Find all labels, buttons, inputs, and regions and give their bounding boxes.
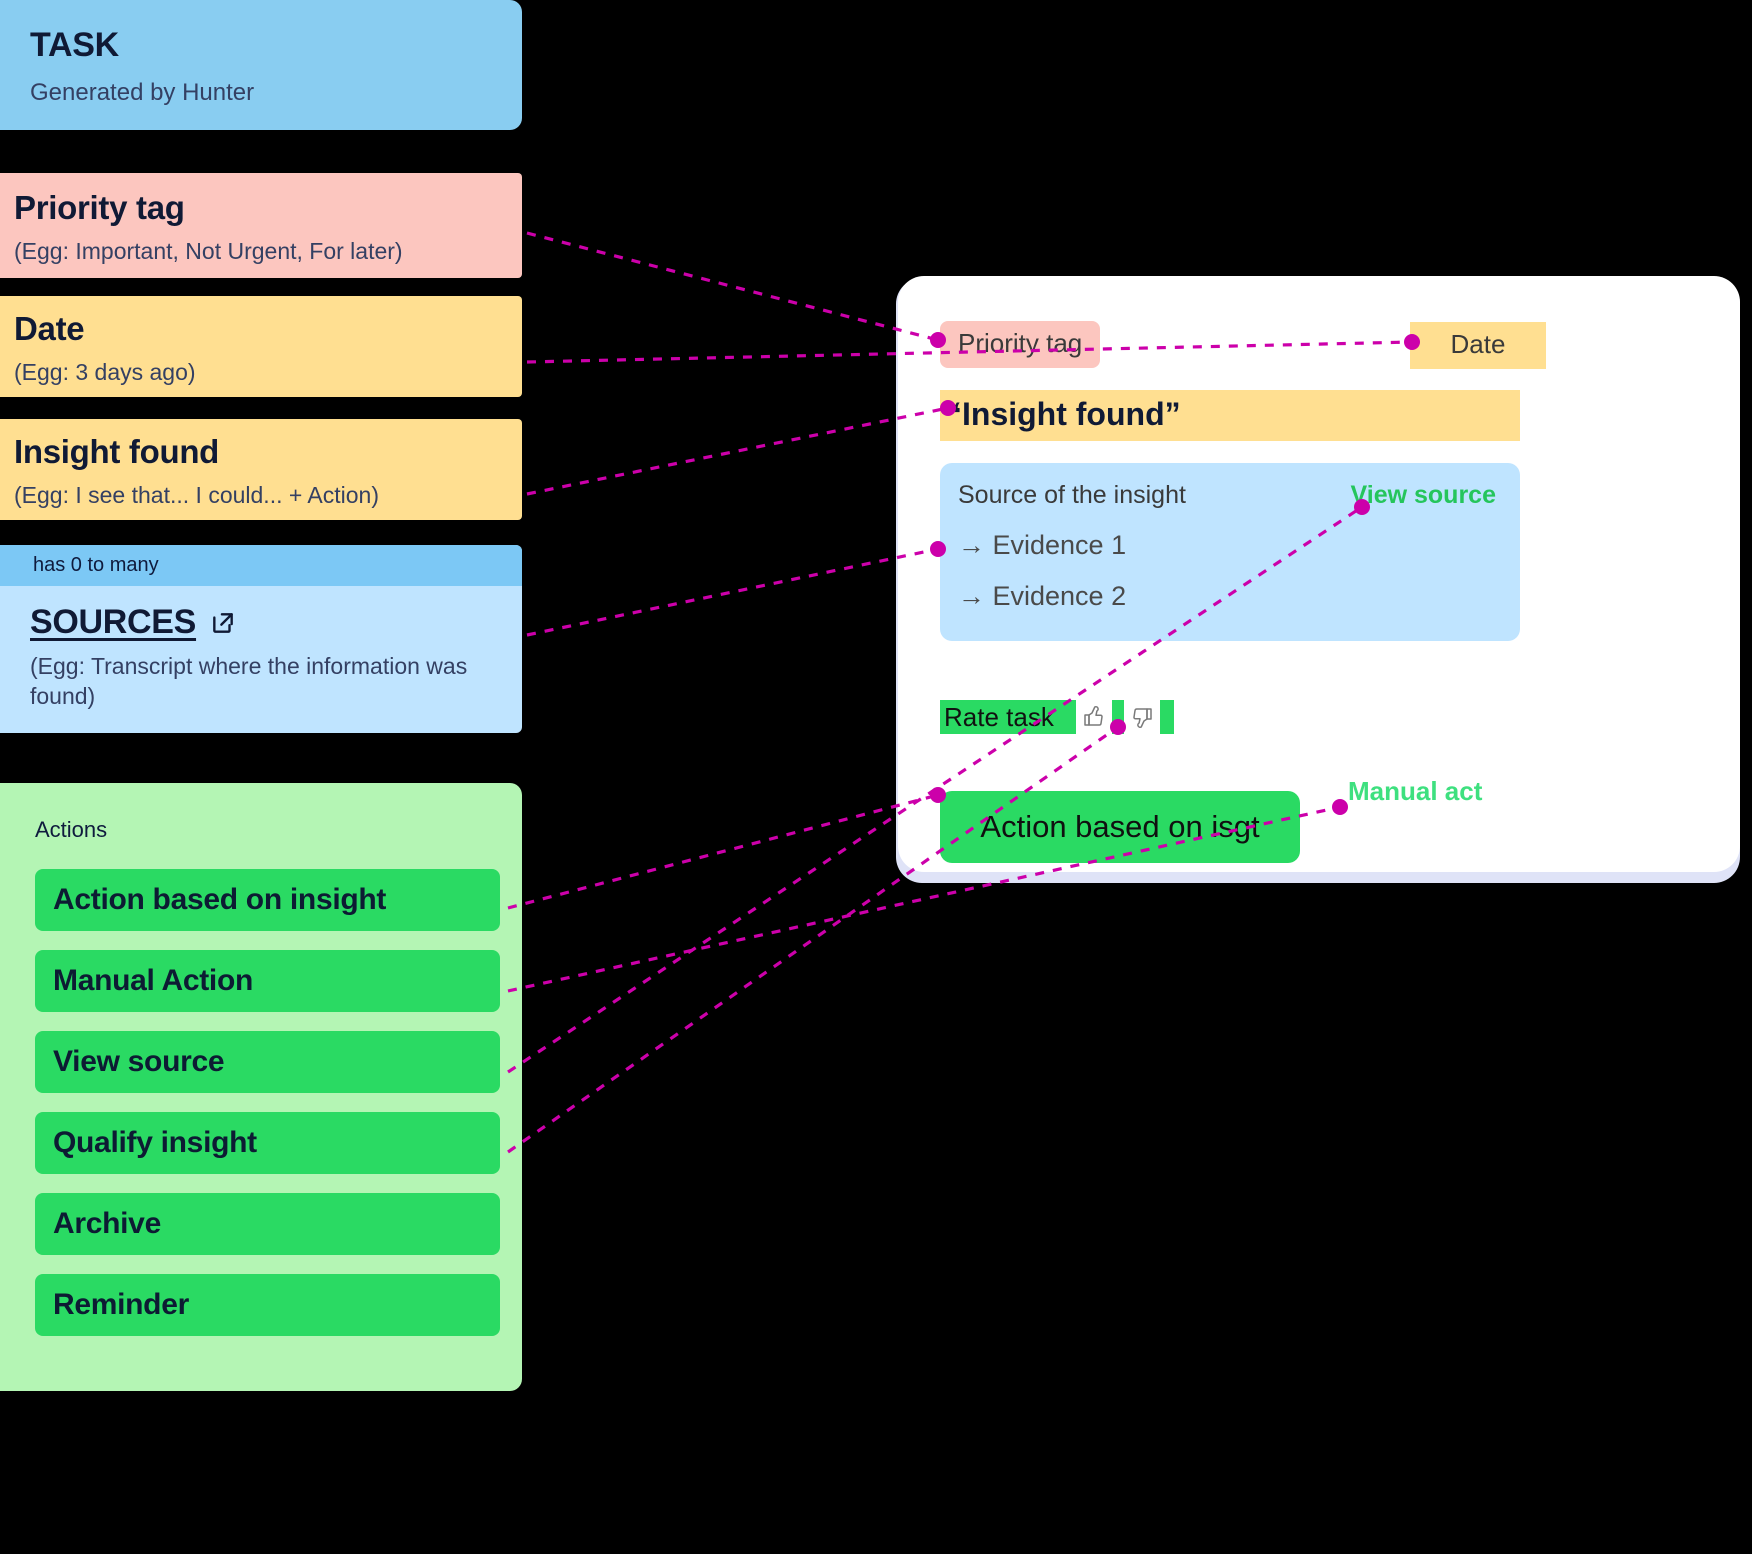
- legend-card-sources: has 0 to many SOURCES (Egg: Transcript w…: [0, 545, 522, 733]
- date-title: Date: [14, 310, 85, 347]
- insight-subtitle: (Egg: I see that... I could... + Action): [14, 481, 380, 508]
- legend-card-insight-found: Insight found (Egg: I see that... I coul…: [0, 419, 522, 520]
- mockup-insight-title: “Insight found”: [940, 390, 1520, 441]
- priority-title: Priority tag: [14, 189, 185, 226]
- action-button-archive[interactable]: Archive: [35, 1193, 500, 1255]
- action-button-qualify-insight[interactable]: Qualify insight: [35, 1112, 500, 1174]
- mockup-view-source-link[interactable]: View source: [1350, 481, 1496, 509]
- connector-sources: [526, 547, 939, 637]
- action-button-manual-action[interactable]: Manual Action: [35, 950, 500, 1012]
- task-subtitle: Generated by Hunter: [30, 79, 255, 107]
- date-subtitle: (Egg: 3 days ago): [14, 358, 196, 385]
- legend-card-priority-tag: Priority tag (Egg: Important, Not Urgent…: [0, 173, 522, 278]
- task-title: TASK: [30, 26, 119, 64]
- priority-subtitle: (Egg: Important, Not Urgent, For later): [14, 237, 403, 264]
- insight-title: Insight found: [14, 433, 220, 470]
- mockup-rate-task-row: Rate task: [940, 700, 1174, 734]
- action-button-action-based-on-insight[interactable]: Action based on insight: [35, 869, 500, 931]
- thumbs-down-icon[interactable]: [1123, 700, 1160, 734]
- sources-title[interactable]: SOURCES: [30, 603, 197, 641]
- legend-card-task: TASK Generated by Hunter: [0, 0, 522, 130]
- legend-card-actions: Actions Action based on insight Manual A…: [0, 783, 522, 1391]
- mockup-rate-task-label: Rate task: [944, 701, 1054, 732]
- action-button-reminder[interactable]: Reminder: [35, 1274, 500, 1336]
- mockup-primary-action-button[interactable]: Action based on isgt: [940, 791, 1300, 863]
- connector-priority: [526, 231, 939, 342]
- sources-relation-label: has 0 to many: [0, 545, 522, 586]
- sources-subtitle: (Egg: Transcript where the information w…: [30, 653, 468, 709]
- mockup-evidence-item[interactable]: → Evidence 1: [958, 530, 1127, 560]
- mockup-source-title: Source of the insight: [958, 481, 1186, 509]
- mockup-manual-action-link[interactable]: Manual act: [1348, 776, 1483, 806]
- actions-label: Actions: [35, 817, 108, 842]
- mockup-priority-tag[interactable]: Priority tag: [940, 321, 1101, 368]
- connector-insight: [526, 406, 949, 496]
- external-link-icon[interactable]: [210, 610, 236, 636]
- thumbs-up-icon[interactable]: [1075, 700, 1112, 734]
- mockup-evidence-item[interactable]: → Evidence 2: [958, 581, 1127, 611]
- mockup-date-tag[interactable]: Date: [1410, 322, 1546, 369]
- task-card-mockup: Priority tag Date “Insight found” Source…: [898, 276, 1740, 872]
- connector-action-based-on-insight: [507, 793, 939, 910]
- mockup-source-box: Source of the insight View source → Evid…: [940, 463, 1520, 641]
- legend-card-date: Date (Egg: 3 days ago): [0, 296, 522, 397]
- action-button-view-source[interactable]: View source: [35, 1031, 500, 1093]
